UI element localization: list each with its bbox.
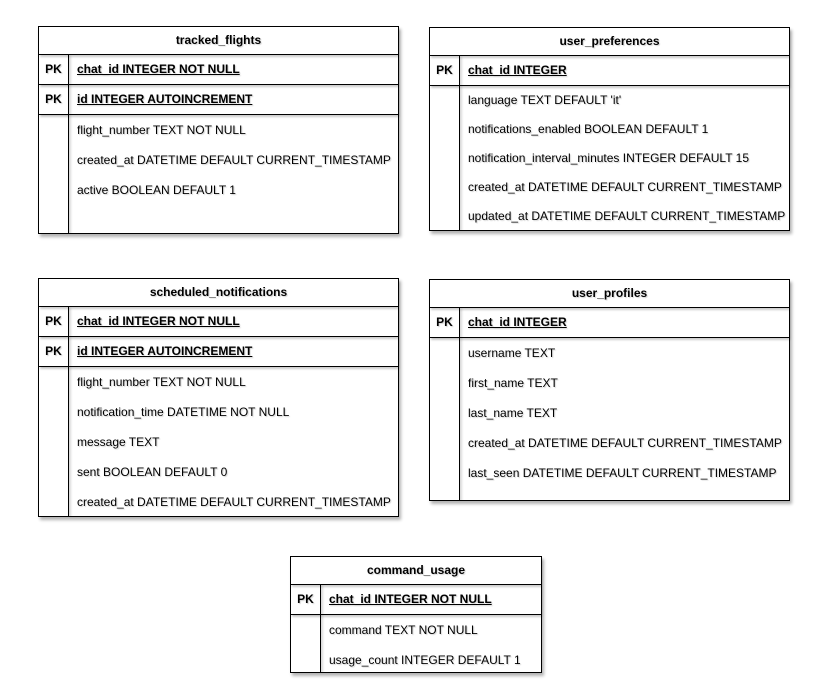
pk-column-spacer — [39, 115, 69, 233]
field: message TEXT — [77, 435, 160, 449]
pk-field: chat_id INTEGER NOT NULL — [77, 62, 240, 76]
pk-row: PK chat_id INTEGER — [430, 56, 789, 86]
entity-scheduled-notifications[interactable]: scheduled_notifications PK chat_id INTEG… — [38, 278, 399, 517]
pk-field: id INTEGER AUTOINCREMENT — [77, 344, 253, 358]
pk-badge: PK — [39, 85, 69, 114]
pk-column-spacer — [430, 338, 460, 500]
field: created_at DATETIME DEFAULT CURRENT_TIME… — [77, 495, 391, 509]
field-list: command TEXT NOT NULL usage_count INTEGE… — [321, 615, 541, 672]
pk-row: PK chat_id INTEGER NOT NULL — [39, 307, 398, 337]
field: sent BOOLEAN DEFAULT 0 — [77, 465, 228, 479]
field: last_name TEXT — [468, 406, 558, 420]
pk-column-spacer — [39, 367, 69, 516]
pk-field: id INTEGER AUTOINCREMENT — [77, 92, 253, 106]
field: updated_at DATETIME DEFAULT CURRENT_TIME… — [468, 209, 786, 223]
entity-command-usage[interactable]: command_usage PK chat_id INTEGER NOT NUL… — [290, 556, 542, 673]
field-list: flight_number TEXT NOT NULL notification… — [69, 367, 398, 516]
pk-badge: PK — [39, 337, 69, 366]
entity-title: scheduled_notifications — [39, 279, 398, 307]
pk-badge: PK — [291, 585, 321, 614]
pk-row: PK id INTEGER AUTOINCREMENT — [39, 337, 398, 367]
field: first_name TEXT — [468, 376, 558, 390]
pk-row: PK chat_id INTEGER NOT NULL — [39, 55, 398, 85]
entity-title: user_profiles — [430, 280, 789, 308]
entity-body: flight_number TEXT NOT NULL notification… — [39, 367, 398, 516]
field-list: username TEXT first_name TEXT last_name … — [460, 338, 789, 500]
entity-tracked-flights[interactable]: tracked_flights PK chat_id INTEGER NOT N… — [38, 26, 399, 234]
field-list: flight_number TEXT NOT NULL created_at D… — [69, 115, 398, 233]
entity-body: flight_number TEXT NOT NULL created_at D… — [39, 115, 398, 233]
pk-field: chat_id INTEGER NOT NULL — [77, 314, 240, 328]
entity-body: username TEXT first_name TEXT last_name … — [430, 338, 789, 500]
field: language TEXT DEFAULT 'it' — [468, 93, 622, 107]
field: username TEXT — [468, 346, 556, 360]
pk-field: chat_id INTEGER — [468, 315, 567, 329]
field: command TEXT NOT NULL — [329, 623, 478, 637]
pk-row: PK chat_id INTEGER — [430, 308, 789, 338]
entity-body: language TEXT DEFAULT 'it' notifications… — [430, 86, 789, 230]
pk-badge: PK — [430, 56, 460, 85]
field-list: language TEXT DEFAULT 'it' notifications… — [460, 86, 789, 230]
field: flight_number TEXT NOT NULL — [77, 375, 246, 389]
field: created_at DATETIME DEFAULT CURRENT_TIME… — [77, 153, 391, 167]
pk-field: chat_id INTEGER — [468, 63, 567, 77]
entity-title: tracked_flights — [39, 27, 398, 55]
pk-column-spacer — [430, 86, 460, 230]
pk-badge: PK — [430, 308, 460, 337]
pk-row: PK id INTEGER AUTOINCREMENT — [39, 85, 398, 115]
entity-body: command TEXT NOT NULL usage_count INTEGE… — [291, 615, 541, 672]
pk-badge: PK — [39, 55, 69, 84]
pk-row: PK chat_id INTEGER NOT NULL — [291, 585, 541, 615]
field: created_at DATETIME DEFAULT CURRENT_TIME… — [468, 180, 782, 194]
field: usage_count INTEGER DEFAULT 1 — [329, 653, 521, 667]
pk-badge: PK — [39, 307, 69, 336]
entity-title: command_usage — [291, 557, 541, 585]
field: last_seen DATETIME DEFAULT CURRENT_TIMES… — [468, 466, 777, 480]
field: notification_time DATETIME NOT NULL — [77, 405, 290, 419]
field: created_at DATETIME DEFAULT CURRENT_TIME… — [468, 436, 782, 450]
field: notification_interval_minutes INTEGER DE… — [468, 151, 750, 165]
pk-field: chat_id INTEGER NOT NULL — [329, 592, 492, 606]
field: active BOOLEAN DEFAULT 1 — [77, 183, 236, 197]
pk-column-spacer — [291, 615, 321, 672]
entity-user-profiles[interactable]: user_profiles PK chat_id INTEGER usernam… — [429, 279, 790, 501]
entity-user-preferences[interactable]: user_preferences PK chat_id INTEGER lang… — [429, 27, 790, 231]
field: flight_number TEXT NOT NULL — [77, 123, 246, 137]
entity-title: user_preferences — [430, 28, 789, 56]
field: notifications_enabled BOOLEAN DEFAULT 1 — [468, 122, 709, 136]
